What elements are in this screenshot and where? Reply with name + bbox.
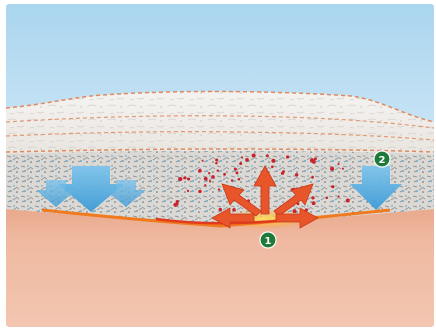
heat-particle [337,163,339,165]
heat-particle [330,167,334,171]
heat-particle [187,190,189,192]
heat-particle [311,196,314,199]
heat-particle [312,201,316,205]
heat-particle [238,178,241,181]
heat-particle [176,200,179,203]
heat-particle [342,168,344,170]
heat-particle [314,158,317,161]
heat-particle [239,162,242,165]
marker-1-label: 1 [265,236,272,247]
layered-cross-section: 1 2 [6,4,434,327]
heat-particle [281,172,284,175]
heat-particle [241,156,243,158]
heat-particle [286,155,289,158]
heat-particle [271,166,274,169]
heat-particle [331,185,334,188]
heat-particle [204,184,206,186]
heat-particle [346,199,350,203]
heat-particle [312,160,316,164]
marker-2-badge: 2 [374,151,390,167]
heat-particle [209,180,211,182]
heat-particle [198,190,201,193]
heat-particle [311,176,314,179]
heat-particle [204,177,208,181]
heat-particle [337,195,339,197]
heat-particle [219,208,222,211]
heat-particle [218,188,220,190]
heat-particle [295,173,299,177]
heat-particle [236,171,239,174]
heat-particle [266,154,269,157]
heat-particle [208,172,210,174]
heat-particle [232,208,236,212]
marker-2-label: 2 [379,155,386,166]
heat-particle [215,158,218,161]
heat-particle [176,203,179,206]
heat-particle [183,176,186,179]
heat-particle [245,158,249,162]
heat-particle [271,159,275,163]
heat-particle [198,169,202,173]
diagram-frame: 1 2 [6,4,434,327]
heat-particle [178,177,182,181]
heat-particle [252,154,256,158]
heat-particle [187,177,190,180]
heat-particle [231,179,234,182]
heat-particle [223,173,226,176]
heat-particle [234,168,237,171]
heat-particle [202,160,204,162]
heat-particle [326,196,329,199]
heat-particle [215,162,218,165]
heat-particle [217,169,219,171]
marker-1-badge: 1 [260,232,276,248]
heat-particle [211,175,215,179]
